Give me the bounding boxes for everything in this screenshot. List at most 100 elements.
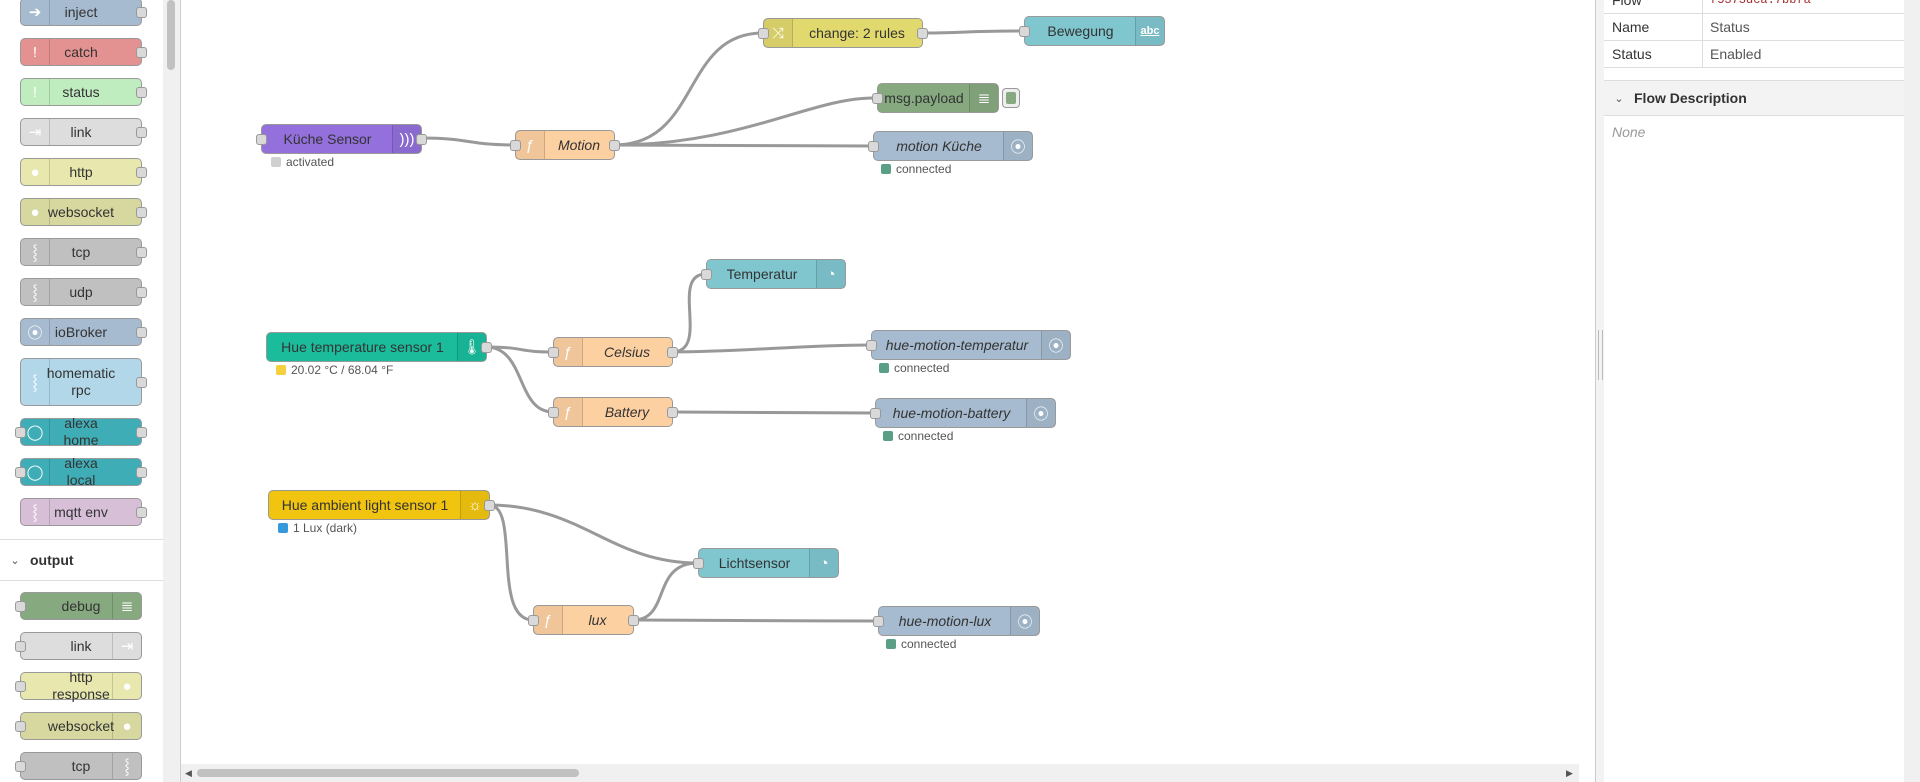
property-row-status: Status Enabled (1604, 40, 1904, 68)
palette-node-catch[interactable]: !catch (20, 38, 147, 66)
input-port[interactable] (1019, 26, 1030, 37)
node-hue-temperature[interactable]: Hue temperature sensor 1 🌡 (266, 332, 492, 362)
input-port[interactable] (866, 340, 877, 351)
category-header-output[interactable]: ⌄ output (0, 539, 163, 581)
palette-node-tcp[interactable]: ⸾tcp (15, 752, 142, 780)
bridge-icon: ⸾ (21, 499, 50, 525)
node-hue-ambient-light[interactable]: Hue ambient light sensor 1 ☼ (268, 490, 495, 520)
output-port[interactable] (628, 615, 639, 626)
node-label: lux (588, 612, 607, 628)
bridge-icon: ⸾ (21, 239, 50, 265)
wire (484, 345, 555, 354)
input-port[interactable] (870, 408, 881, 419)
input-port[interactable] (510, 140, 521, 151)
node-celsius[interactable]: ƒ Celsius (548, 337, 678, 367)
input-port[interactable] (758, 28, 769, 39)
input-port[interactable] (873, 616, 884, 627)
output-port (136, 87, 147, 98)
exclamation-icon: ! (21, 79, 50, 105)
palette-node-websocket[interactable]: ●websocket (15, 712, 142, 740)
output-port (136, 427, 147, 438)
input-port[interactable] (872, 93, 883, 104)
output-port[interactable] (609, 140, 620, 151)
property-value[interactable]: f5373dca.7bbfa (1710, 0, 1811, 13)
palette-scrollbar-thumb[interactable] (167, 0, 175, 70)
palette-node-label: alexa home (63, 415, 99, 448)
node-motion[interactable]: ƒ Motion (510, 130, 620, 160)
output-port[interactable] (667, 407, 678, 418)
palette-node-mqtt-env[interactable]: ⸾mqtt env (20, 498, 147, 526)
palette-node-status[interactable]: !status (20, 78, 147, 106)
debug-toggle-button[interactable] (1002, 88, 1020, 108)
output-port[interactable] (416, 134, 427, 145)
arrow-in-icon: ➔ (21, 0, 50, 25)
workspace-horizontal-scrollbar[interactable]: ◀ ▶ (181, 764, 1579, 782)
flow-description-header[interactable]: ⌄ Flow Description (1604, 80, 1904, 116)
wire (631, 561, 700, 622)
input-port[interactable] (548, 347, 559, 358)
palette-scrollbar[interactable] (163, 0, 179, 782)
palette-node-alexa-local[interactable]: ◯alexa local (15, 455, 147, 488)
palette-node-websocket[interactable]: ●websocket (20, 198, 147, 226)
palette-node-homematic-rpc[interactable]: ⸾homematic rpc (20, 358, 147, 406)
wire (631, 618, 880, 623)
node-status: connected (879, 361, 949, 375)
node-label: hue-motion-lux (898, 613, 992, 629)
node-lichtsensor[interactable]: Lichtsensor ◔ (693, 548, 839, 578)
node-label: Motion (557, 137, 601, 153)
input-port[interactable] (693, 558, 704, 569)
property-row-name: Name Status (1604, 13, 1904, 41)
globe-icon: ● (112, 713, 141, 739)
palette-node-udp[interactable]: ⸾udp (20, 278, 147, 306)
input-port[interactable] (256, 134, 267, 145)
wires-layer (419, 29, 1026, 623)
node-hue-motion-temperatur[interactable]: hue-motion-temperatur ⦿ (866, 330, 1071, 360)
output-port[interactable] (667, 347, 678, 358)
palette-node-list: ➔inject!catch!status⇥link●http●websocket… (0, 0, 163, 782)
workspace-horizontal-scrollbar-thumb[interactable] (197, 769, 579, 777)
palette-node-tcp[interactable]: ⸾tcp (20, 238, 147, 266)
wire (612, 31, 765, 147)
node-change[interactable]: ⤨ change: 2 rules (758, 18, 928, 48)
node-lux[interactable]: ƒ lux (528, 605, 639, 635)
scroll-left-arrow-icon[interactable]: ◀ (185, 768, 192, 778)
flow-workspace[interactable]: Küche Sensor ))) activated ƒ Motion ⤨ ch… (181, 0, 1579, 782)
input-port[interactable] (701, 269, 712, 280)
node-battery[interactable]: ƒ Battery (548, 397, 678, 427)
link-out-icon: ⇥ (112, 633, 141, 659)
palette-node-link[interactable]: ⇥link (20, 118, 147, 146)
input-port[interactable] (548, 407, 559, 418)
wire (487, 503, 700, 565)
palette-node-debug[interactable]: ≣debug (15, 592, 142, 620)
node-kuche-sensor[interactable]: Küche Sensor ))) (256, 124, 427, 154)
node-motion-kuche[interactable]: motion Küche ⦿ (868, 131, 1033, 161)
palette-node-label: link (70, 123, 92, 140)
sidebar-scrollbar[interactable] (1904, 0, 1920, 782)
wire (670, 272, 708, 354)
node-msg-payload[interactable]: msg.payload ≣ (872, 83, 1020, 113)
palette-node-alexa-home[interactable]: ◯alexa home (15, 415, 147, 448)
input-port[interactable] (528, 615, 539, 626)
node-temperatur[interactable]: Temperatur ◔ (701, 259, 846, 289)
bridge-icon: ⸾ (112, 753, 141, 779)
resize-grip[interactable] (1598, 330, 1603, 380)
output-port[interactable] (917, 28, 928, 39)
output-port[interactable] (484, 500, 495, 511)
status-dot (881, 164, 891, 174)
input-port[interactable] (868, 141, 879, 152)
scroll-right-arrow-icon[interactable]: ▶ (1566, 768, 1573, 778)
palette-node-inject[interactable]: ➔inject (20, 0, 147, 26)
palette-node-http-response[interactable]: ●http response (15, 669, 142, 702)
status-dot (276, 365, 286, 375)
node-hue-motion-lux[interactable]: hue-motion-lux ⦿ (873, 606, 1040, 636)
palette-node-ioBroker[interactable]: ⦿ioBroker (20, 318, 147, 346)
chevron-down-icon: ⌄ (1614, 92, 1624, 105)
output-port[interactable] (481, 342, 492, 353)
node-hue-motion-battery[interactable]: hue-motion-battery ⦿ (870, 398, 1056, 428)
input-port (15, 641, 26, 652)
node-bewegung[interactable]: Bewegung abc (1019, 16, 1165, 46)
output-port (136, 507, 147, 518)
palette-node-http[interactable]: ●http (20, 158, 147, 186)
palette-node-link[interactable]: ⇥link (15, 632, 142, 660)
palette-node-label: catch (64, 43, 98, 60)
